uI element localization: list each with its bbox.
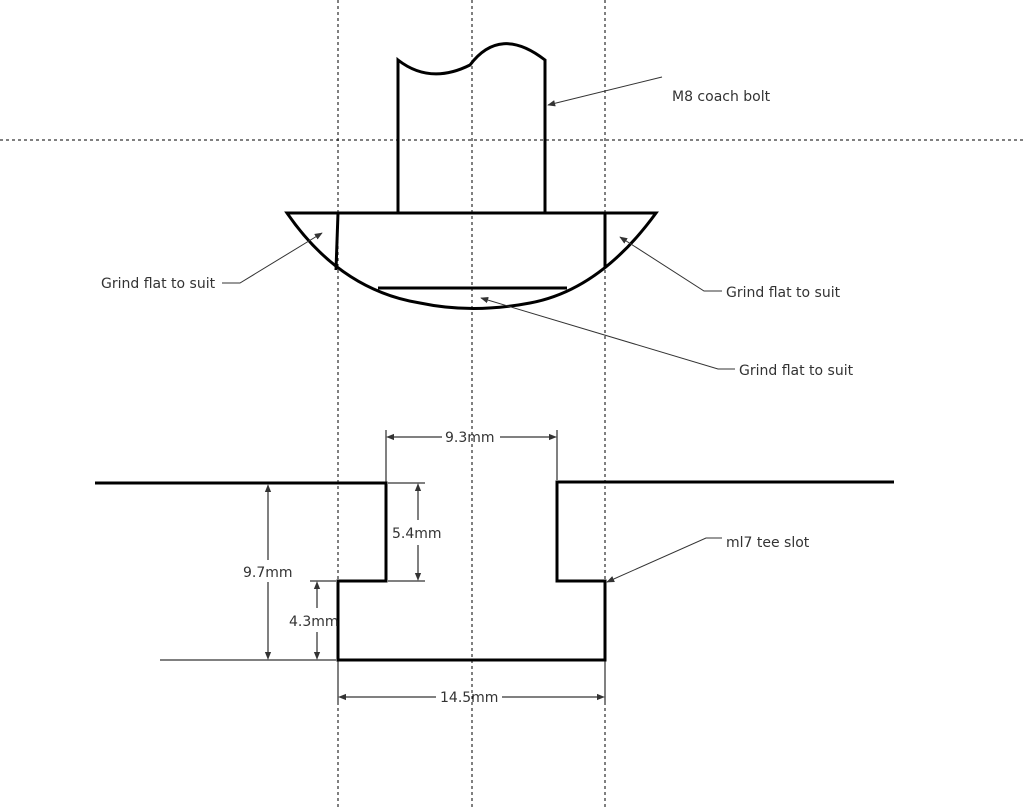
- annotation-grind-bottom: Grind flat to suit: [480, 297, 854, 379]
- annotation-grind-right: Grind flat to suit: [619, 236, 841, 301]
- dim-slot-width: 9.3mm: [445, 430, 495, 446]
- label-tee-slot: ml7 tee slot: [726, 535, 810, 551]
- dim-base-width: 14.5mm: [440, 690, 498, 706]
- dimension-lower-depth: 4.3mm: [289, 580, 339, 660]
- dimension-upper-depth: 5.4mm: [388, 482, 442, 582]
- dimension-slot-width: 9.3mm: [385, 430, 558, 482]
- label-grind-left: Grind flat to suit: [101, 276, 216, 292]
- coach-bolt: [284, 42, 659, 310]
- bolt-shank: [396, 42, 547, 213]
- label-grind-right: Grind flat to suit: [726, 285, 841, 301]
- label-grind-bottom: Grind flat to suit: [739, 363, 854, 379]
- dimension-base-width: 14.5mm: [337, 662, 606, 706]
- annotation-grind-left: Grind flat to suit: [101, 232, 323, 292]
- dim-total-depth: 9.7mm: [243, 565, 293, 581]
- label-coach-bolt: M8 coach bolt: [672, 89, 771, 105]
- annotation-tee-slot: ml7 tee slot: [606, 535, 810, 583]
- tee-slot-outline: [95, 480, 894, 662]
- dimension-total-depth: 9.7mm: [160, 484, 336, 661]
- bolt-head-left-flat: [334, 212, 340, 271]
- dim-lower-depth: 4.3mm: [289, 614, 339, 630]
- annotation-coach-bolt: M8 coach bolt: [547, 76, 771, 107]
- dim-upper-depth: 5.4mm: [392, 526, 442, 542]
- tee-slot-profile: [95, 480, 894, 662]
